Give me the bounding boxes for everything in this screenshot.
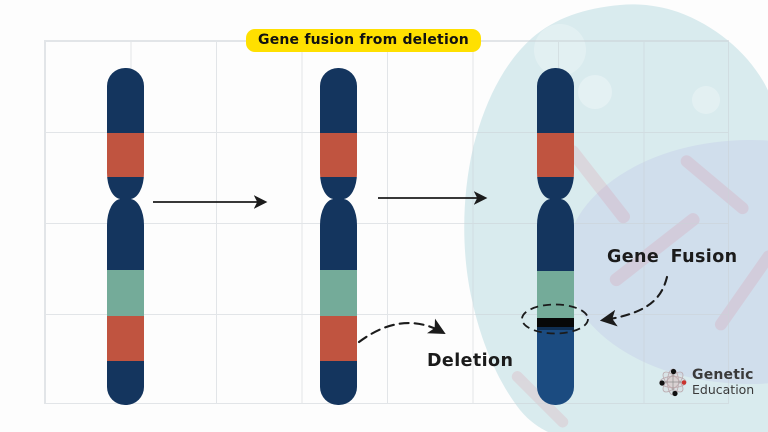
- band-navy: [537, 199, 574, 271]
- band-navy: [107, 68, 144, 133]
- band-red: [320, 316, 357, 361]
- faint-chromatin-streak: [714, 250, 768, 331]
- chromosome-2-before-deletion-bottom-arm: [320, 199, 357, 405]
- band-navy: [537, 68, 574, 133]
- logo-name-line1: Genetic: [692, 367, 754, 383]
- band-navy: [320, 68, 357, 133]
- gene-fusion-label: Gene Fusion: [607, 247, 738, 267]
- band-navy: [107, 361, 144, 405]
- logo-name-line2: Education: [692, 382, 755, 397]
- band-navy_light: [537, 330, 574, 405]
- band-navy: [107, 177, 144, 199]
- band-teal: [320, 270, 357, 316]
- page-title: Gene fusion from deletion: [258, 32, 469, 48]
- chromosome-1-original: [107, 68, 144, 405]
- deletion-label: Deletion: [427, 351, 514, 371]
- chromosome-1-original-bottom-arm: [107, 199, 144, 405]
- chromosome-1-original-top-arm: [107, 68, 144, 199]
- band-navy: [320, 177, 357, 199]
- band-red: [107, 133, 144, 177]
- band-navy: [107, 199, 144, 270]
- band-red: [537, 133, 574, 177]
- band-navy: [320, 361, 357, 405]
- band-black_band: [537, 318, 574, 327]
- chromosome-2-before-deletion: [320, 68, 357, 405]
- band-red: [107, 316, 144, 361]
- logo-atom-icon: [659, 368, 687, 397]
- band-teal: [537, 271, 574, 318]
- genetic-education-logo: Genetic Education: [657, 365, 754, 399]
- band-navy: [320, 199, 357, 270]
- background-grid: [44, 40, 729, 404]
- band-navy: [537, 177, 574, 199]
- band-teal: [107, 270, 144, 316]
- title-banner: Gene fusion from deletion: [246, 29, 481, 52]
- chromosome-2-before-deletion-top-arm: [320, 68, 357, 199]
- chromosome-3-gene-fused-top-arm: [537, 68, 574, 199]
- chromosome-3-gene-fused-bottom-arm: [537, 199, 574, 405]
- band-red: [320, 133, 357, 177]
- chromosome-3-gene-fused: [537, 68, 574, 405]
